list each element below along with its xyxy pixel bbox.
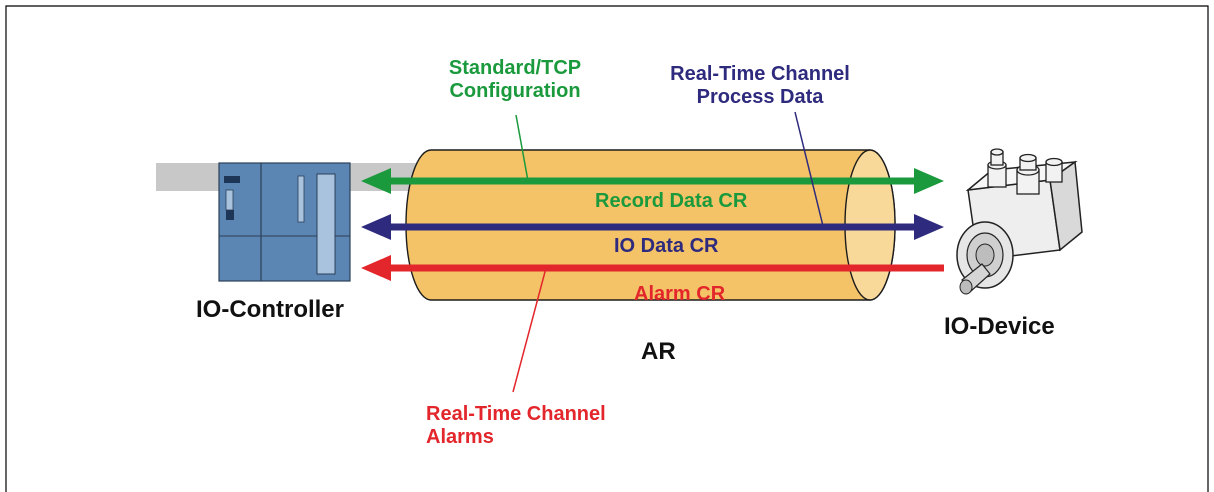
realtime-process-line1: Real-Time Channel: [670, 63, 850, 85]
ar-label: AR: [641, 338, 676, 365]
io-device-label: IO-Device: [944, 313, 1055, 340]
io-data-cr-label: IO Data CR: [614, 235, 719, 257]
standard-tcp-line2: Configuration: [449, 80, 581, 102]
plc-controller-icon: [218, 162, 351, 282]
realtime-alarms-label: Real-Time Channel Alarms: [426, 403, 606, 449]
standard-tcp-arrow: [361, 168, 944, 194]
realtime-process-line2: Process Data: [696, 86, 824, 108]
realtime-process-arrow: [361, 214, 944, 240]
io-controller-label: IO-Controller: [196, 296, 344, 323]
standard-tcp-leader: [515, 114, 529, 182]
realtime-alarms-line1: Real-Time Channel: [426, 403, 606, 425]
realtime-alarm-arrow: [361, 255, 944, 281]
alarm-cr-label: Alarm CR: [634, 283, 726, 305]
realtime-process-label: Real-Time Channel Process Data: [640, 63, 880, 109]
realtime-alarms-line2: Alarms: [426, 426, 494, 448]
realtime-alarm-leader: [512, 267, 547, 393]
standard-tcp-label: Standard/TCP Configuration: [430, 57, 600, 103]
realtime-process-leader: [794, 111, 824, 227]
frame-border: [5, 5, 1209, 492]
rotary-encoder-icon: [956, 148, 1083, 295]
record-data-cr-label: Record Data CR: [595, 190, 748, 212]
standard-tcp-line1: Standard/TCP: [448, 57, 582, 79]
